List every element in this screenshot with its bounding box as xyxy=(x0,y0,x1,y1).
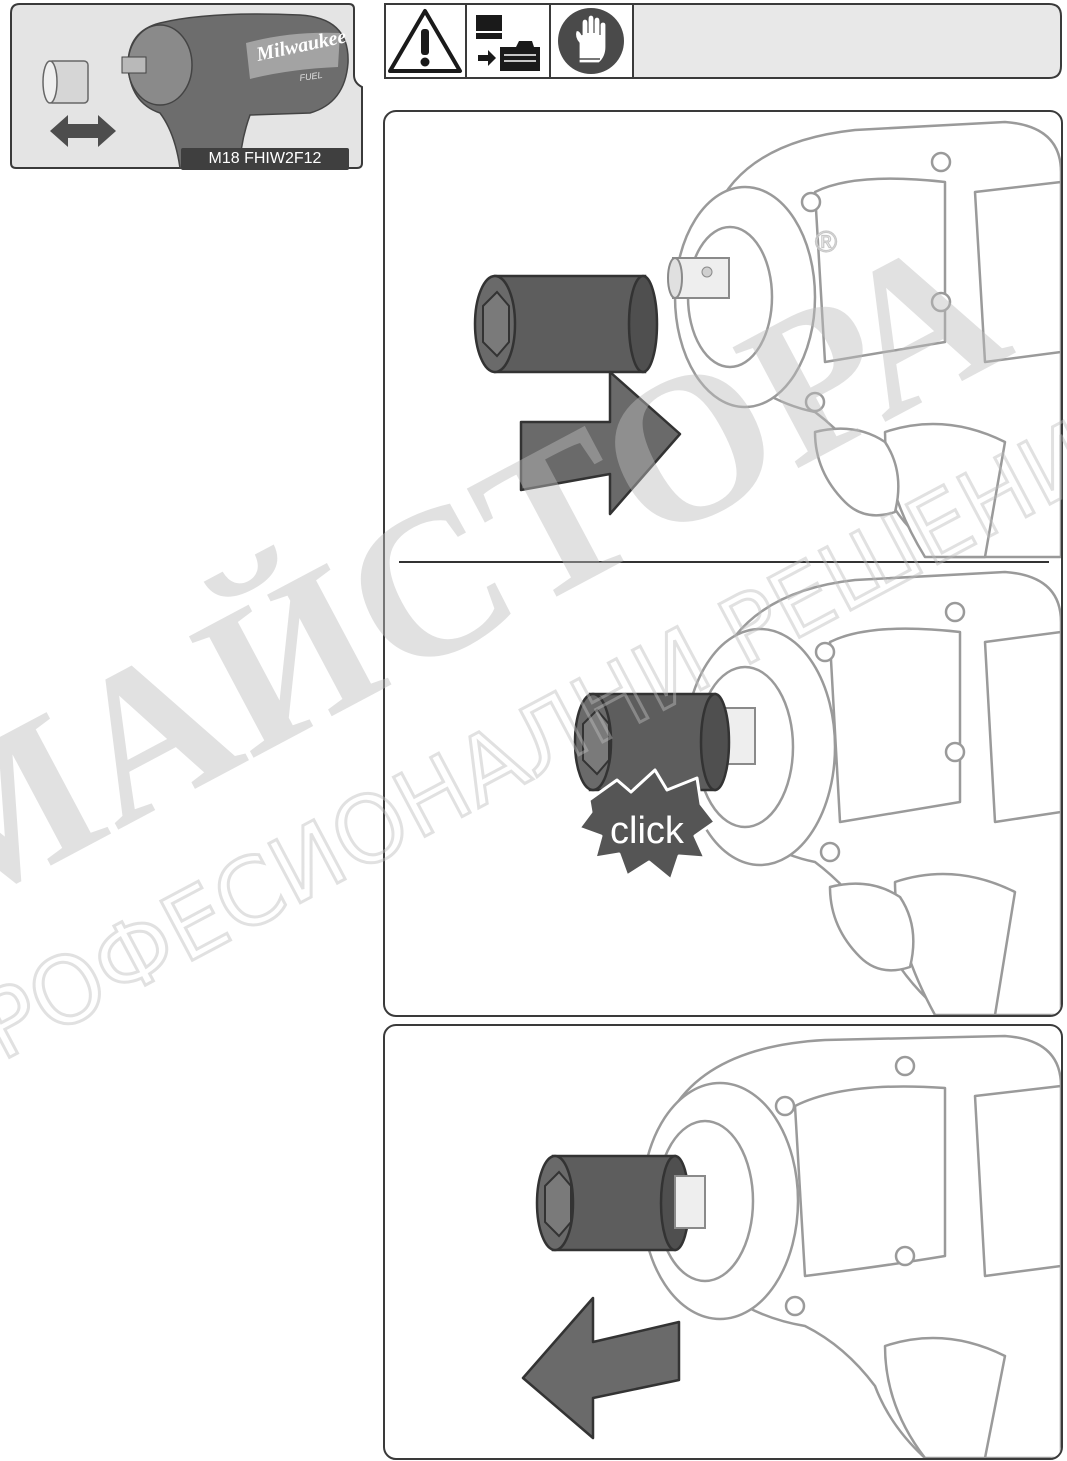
right-arrow-icon xyxy=(519,370,682,516)
impact-wrench-thumbnail-icon: Milwaukee FUEL xyxy=(121,13,349,169)
registered-mark: ® xyxy=(815,226,837,259)
panel-attach-illustration: ® xyxy=(399,120,1061,1015)
icon-strip-frame xyxy=(384,3,1062,79)
remove-battery-icon xyxy=(476,15,540,71)
tool-thumbnail-block: Milwaukee FUEL M18 FHIW2F12 xyxy=(10,3,365,170)
impact-wrench-illustration-3 xyxy=(640,1034,1061,1458)
sub-brand-text: FUEL xyxy=(299,70,323,83)
thumbnail-frame: Milwaukee FUEL xyxy=(10,3,363,169)
wear-gloves-icon xyxy=(558,8,624,74)
model-label-badge: M18 FHIW2F12 xyxy=(181,148,349,170)
socket-step-3 xyxy=(535,1154,706,1252)
warning-triangle-icon xyxy=(388,9,462,73)
double-arrow-icon xyxy=(50,115,116,147)
safety-icon-strip xyxy=(384,3,1062,79)
click-burst-icon: click xyxy=(577,768,717,882)
left-arrow-icon xyxy=(521,1296,681,1440)
click-text: click xyxy=(610,810,685,852)
step-panel-attach: ® xyxy=(383,110,1063,1017)
step-panel-remove xyxy=(383,1024,1063,1460)
impact-wrench-illustration-1 xyxy=(673,120,1061,559)
socket-thumbnail-icon xyxy=(42,60,89,104)
impact-wrench-illustration-2 xyxy=(683,570,1061,1015)
anvil-square-drive xyxy=(667,257,730,299)
panel-remove-illustration xyxy=(521,1034,1061,1458)
socket-step-1 xyxy=(473,274,659,374)
socket-step-2 xyxy=(573,692,731,792)
